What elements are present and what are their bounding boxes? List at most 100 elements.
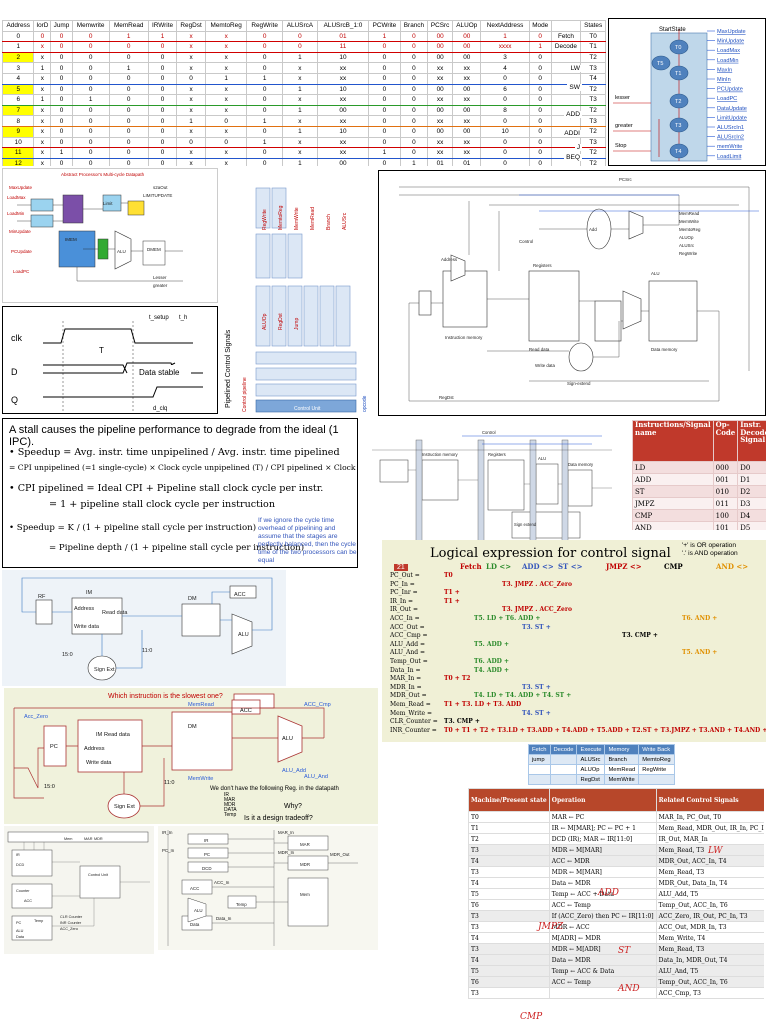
stage-header: Decode [549, 744, 578, 755]
state-table-cell: MDR_Out, Data_In, T4 [655, 877, 764, 889]
control-table-cell: x [176, 157, 206, 166]
control-table-cell: 1 [246, 136, 283, 149]
control-table-header: PCSrc [427, 20, 454, 32]
logic-expression-panel: Logical expression for control signal '+… [382, 540, 766, 742]
logic-signal-name: IR_In = [390, 597, 414, 605]
simple-datapath-label: DM [188, 596, 197, 602]
control-table-cell: 0 [246, 104, 283, 117]
control-table-header: ALUOp [452, 20, 482, 32]
control-table-cell: 0 [480, 94, 530, 106]
hw-schematic-label: PC [16, 921, 22, 925]
cpu-schematic-label: PC [204, 852, 210, 857]
control-table-header: MemRead [108, 20, 149, 32]
control-table-cell: 00 [427, 30, 454, 43]
stage-header: Execute [576, 744, 606, 755]
control-table-cell: 00 [452, 104, 482, 117]
state-node-t2 [669, 93, 689, 109]
opcode-cell: 000 [712, 461, 739, 474]
control-table-address: 10 [2, 136, 35, 149]
handwritten-annotation: ADD [598, 888, 619, 898]
state-node-label: T1 [675, 71, 681, 77]
state-table-cell: IR ← M[MAR]; PC ← PC + 1 [548, 822, 657, 834]
control-table-cell: 0 [50, 157, 73, 166]
control-table-cell: 1 [281, 104, 318, 117]
slowest-question: Which instruction is the slowest one? [108, 693, 223, 700]
control-table-cell: 0 [399, 30, 429, 43]
control-table-cell: 0 [399, 104, 429, 117]
control-table-cell: 0 [368, 104, 401, 117]
control-table-cell: 0 [71, 51, 110, 64]
stage-cell [549, 774, 578, 785]
control-table-cell: 0 [399, 136, 429, 149]
control-table-header: Jump [50, 20, 73, 32]
control-table-cell: x [176, 41, 206, 53]
control-table-cell: 0 [50, 51, 73, 64]
hw-schematic-label: Temp [34, 919, 43, 923]
t-hold-label: t_h [179, 315, 187, 321]
control-table-cell: 10 [316, 83, 370, 96]
control-table-cell: xx [316, 94, 370, 106]
state-table-cell: ACC ← MDR [548, 855, 657, 867]
acc-datapath-label: Sign Ext [114, 804, 135, 810]
control-table-mode [550, 51, 582, 64]
state-output-label: LimitUpdate [717, 115, 747, 121]
control-table-group-label: ADD [564, 111, 582, 118]
state-node-t1 [669, 65, 689, 81]
logic-signal-name: MDR_In = [390, 683, 422, 691]
control-table-cell: x [33, 72, 52, 85]
control-table-cell: 1 [108, 62, 149, 74]
control-table-cell: xx [452, 94, 482, 106]
control-table-cell: 0 [246, 125, 283, 138]
control-table-state: T2 [580, 147, 606, 159]
control-table-cell: 0 [147, 41, 178, 53]
control-table-cell: 1 [71, 94, 110, 106]
control-table-state: T3 [580, 136, 606, 149]
stage-cell [549, 754, 578, 765]
logic-expression: T5. LD + T6. ADD + [474, 615, 541, 622]
control-table-cell: 0 [368, 157, 401, 166]
cpu-schematic-label: MAR [300, 842, 310, 847]
control-table-cell: x [281, 62, 318, 74]
control-table-cell: 0 [147, 136, 178, 149]
opcode-cell: D2 [737, 485, 766, 498]
slide-number: 21 [394, 564, 408, 571]
cpu-schematic-label: Temp [236, 902, 247, 907]
cpu-schematic-label: Data [190, 922, 200, 927]
control-table-cell: 0 [147, 157, 178, 166]
pipeline-signal-label: ALUOp [262, 313, 268, 330]
control-table-cell: 0 [246, 94, 283, 106]
control-table-cell: 0 [71, 157, 110, 166]
logic-signal-name: Data_In = [390, 666, 421, 674]
control-table-address: 8 [2, 115, 35, 127]
control-table-cell: 0 [147, 62, 178, 74]
logic-expression: T1 + [444, 589, 460, 597]
acc-datapath-label: ALU_And [304, 774, 328, 780]
control-table-cell: 00 [452, 30, 482, 43]
hw-schematic-label: ACC [24, 899, 32, 903]
logic-expression: T3. ST + [522, 683, 551, 691]
control-table-cell: x [204, 104, 248, 117]
control-table-cell: xx [452, 72, 482, 85]
control-table-cell: 1 [246, 72, 283, 85]
control-table-cell: 0 [480, 157, 530, 166]
control-table-cell: 0 [368, 72, 401, 85]
state-table-cell: T5 [468, 888, 550, 900]
control-table-cell: 0 [480, 136, 530, 149]
control-table-cell: x [204, 157, 248, 166]
opcode-header-instr: Instructions/Signal name [632, 420, 714, 462]
state-output-label: MinUpdate [717, 39, 744, 45]
